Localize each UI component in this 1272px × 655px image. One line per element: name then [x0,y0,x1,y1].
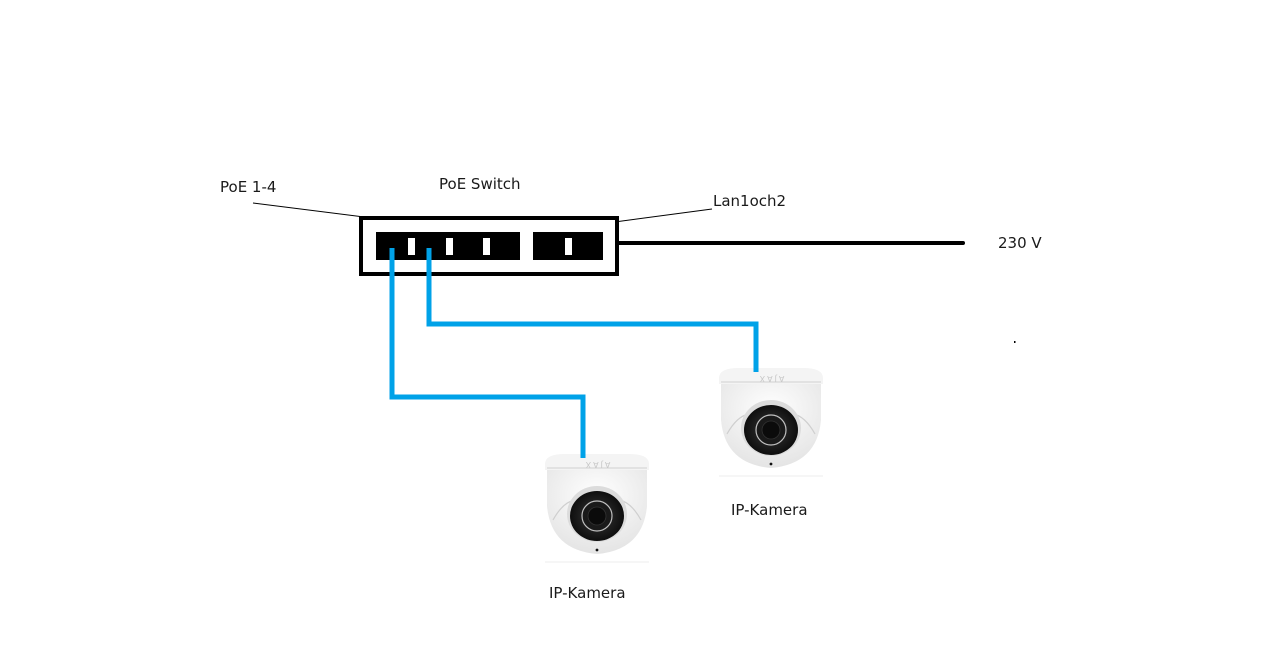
poe-port-1-pin [408,238,415,255]
ethernet-cable-camera-1 [389,248,586,458]
camera-1-brand: AJAX [584,460,611,469]
camera-2-brand: AJAX [758,374,785,383]
poe-port-2-pin [446,238,453,255]
switch-label: PoE Switch [439,175,521,193]
stray-dot [1014,341,1016,343]
poe-ports-label: PoE 1-4 [220,178,276,196]
ip-camera-2 [718,367,824,477]
poe-switch [359,216,619,276]
ethernet-cable-camera-2 [426,248,759,372]
lan-ports-label: Lan1och2 [713,192,786,210]
power-label: 230 V [998,234,1042,252]
camera-1-label: IP-Kamera [549,584,626,602]
ip-camera-1 [544,453,650,563]
lan-port-pin [565,238,572,255]
poe-port-3-pin [483,238,490,255]
camera-2-label: IP-Kamera [731,501,808,519]
